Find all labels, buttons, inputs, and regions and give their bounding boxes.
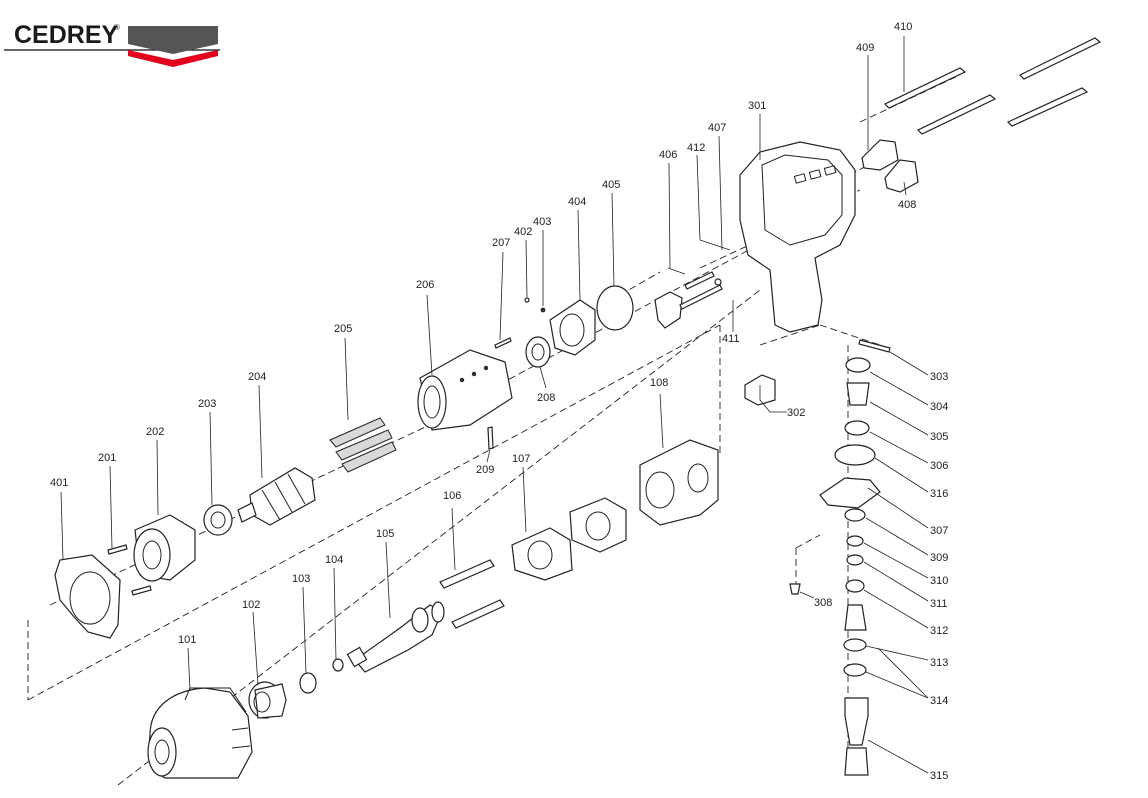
callout-309: 309 [930, 552, 948, 564]
callout-405: 405 [602, 179, 620, 191]
callout-105: 105 [376, 528, 394, 540]
callout-204: 204 [248, 371, 266, 383]
callout-412: 412 [687, 142, 705, 154]
callout-303: 303 [930, 371, 948, 383]
callout-207: 207 [492, 237, 510, 249]
callout-315: 315 [930, 770, 948, 782]
callout-202: 202 [146, 426, 164, 438]
part-101-front-housing [147, 687, 253, 779]
callout-404: 404 [568, 196, 586, 208]
part-103-retaining-ring [299, 672, 317, 694]
callout-104: 104 [325, 554, 343, 566]
part-308-screw [789, 583, 801, 595]
callout-306: 306 [930, 460, 948, 472]
part-403-spring [540, 307, 546, 313]
callout-108: 108 [650, 377, 668, 389]
logo-shield-gray [128, 26, 218, 54]
callout-labels: 101 102 103 104 105 106 107 108 201 202 … [50, 21, 948, 782]
callout-310: 310 [930, 575, 948, 587]
part-407-o-ring [714, 278, 722, 286]
part-409-knob [861, 139, 899, 171]
part-105-anvil [346, 601, 445, 673]
part-201-screws [107, 544, 152, 596]
callout-401: 401 [50, 477, 68, 489]
callout-305: 305 [930, 431, 948, 443]
callout-209: 209 [476, 464, 494, 476]
callout-411: 411 [722, 333, 740, 345]
callout-301: 301 [748, 100, 766, 112]
callout-304: 304 [930, 401, 948, 413]
callout-403: 403 [533, 216, 551, 228]
callout-203: 203 [198, 398, 216, 410]
part-206-cylinder [417, 349, 513, 431]
callout-101: 101 [178, 634, 196, 646]
part-404-rear-end-plate [549, 299, 596, 356]
part-203-bearing [203, 504, 233, 536]
part-303-pin [858, 339, 891, 353]
part-412-pin [684, 271, 715, 290]
callout-205: 205 [334, 323, 352, 335]
part-106-pins [439, 559, 505, 629]
part-304-316-inlet-stack [819, 357, 881, 776]
leader-lines [60, 36, 929, 774]
part-406-reverse-valve [654, 284, 723, 329]
callout-107: 107 [512, 453, 530, 465]
part-107-hammer [511, 497, 627, 581]
brand-name: CEDREY [14, 21, 119, 49]
callout-302: 302 [787, 407, 805, 419]
callout-316: 316 [930, 488, 948, 500]
callout-312: 312 [930, 625, 948, 637]
callout-311: 311 [930, 598, 948, 610]
part-410-bolts [883, 37, 1102, 135]
part-207-pin [494, 337, 512, 349]
callout-409: 409 [856, 42, 874, 54]
part-301-housing [739, 141, 856, 333]
part-408-knob [884, 159, 919, 193]
part-208-bearing [525, 336, 551, 368]
part-102-bushing [248, 681, 287, 719]
callout-208: 208 [537, 392, 555, 404]
part-405-o-ring [596, 285, 634, 331]
callout-308: 308 [814, 597, 832, 609]
part-401-gasket [54, 554, 121, 639]
callout-407: 407 [708, 122, 726, 134]
part-209-pin [487, 426, 494, 450]
part-205-vanes [329, 417, 397, 473]
callout-402: 402 [514, 226, 532, 238]
callout-314: 314 [930, 695, 948, 707]
part-104-o-ring [332, 658, 344, 672]
part-202-end-plate [133, 514, 196, 582]
callout-307: 307 [930, 525, 948, 537]
callout-103: 103 [292, 573, 310, 585]
callout-410: 410 [894, 21, 912, 33]
callout-206: 206 [416, 279, 434, 291]
callout-201: 201 [98, 452, 116, 464]
logo-shield-red [128, 50, 218, 67]
part-402-ball [524, 297, 530, 303]
brand-logo: CEDREY ® [4, 21, 220, 67]
callout-406: 406 [659, 149, 677, 161]
part-204-rotor [237, 467, 316, 526]
part-108-hammer-case [639, 439, 719, 526]
registered-mark: ® [114, 23, 120, 32]
callout-313: 313 [930, 657, 948, 669]
callout-408: 408 [898, 199, 916, 211]
callout-106: 106 [443, 490, 461, 502]
callout-102: 102 [242, 599, 260, 611]
